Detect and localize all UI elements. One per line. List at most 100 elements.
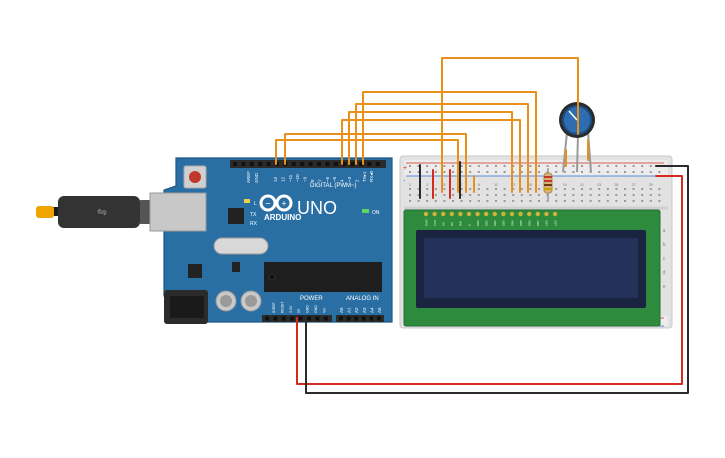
header-pin[interactable] (291, 162, 296, 166)
header-pin[interactable] (350, 162, 355, 166)
header-pin[interactable] (241, 162, 246, 166)
breadboard-column-number: 5 (443, 183, 445, 187)
lcd-pin[interactable] (466, 211, 472, 217)
header-pin[interactable] (266, 162, 271, 166)
header-pin[interactable] (273, 316, 278, 321)
digital-pin-label: RX◂0 (369, 170, 374, 182)
lcd-pin[interactable] (423, 211, 429, 217)
usb-cable: ⇋ (36, 192, 207, 232)
header-pin[interactable] (323, 316, 328, 321)
wire-pin11 (284, 133, 467, 193)
lcd-pin[interactable] (432, 211, 437, 217)
lcd-pin[interactable] (509, 211, 515, 217)
header-pin[interactable] (354, 316, 359, 321)
header-pin[interactable] (317, 162, 321, 166)
header-pin[interactable] (339, 316, 343, 321)
digital-pin-label: ~10 (295, 174, 300, 182)
analog-pin-label: A3 (362, 307, 367, 313)
lcd-pin-label: DB7 (536, 220, 540, 226)
lcd-pin-label: DB5 (519, 220, 523, 226)
header-pin[interactable] (367, 162, 372, 166)
header-pin[interactable] (315, 316, 320, 321)
digital-pin-label: TX▸1 (362, 171, 367, 182)
header-pin[interactable] (325, 162, 330, 166)
power-pin-label: GND (314, 305, 318, 313)
header-pin[interactable] (342, 162, 347, 166)
digital-header (230, 160, 386, 168)
gnd-label: GND (254, 172, 259, 183)
breadboard-row-letter: a (663, 228, 666, 234)
breadboard-column-number: 9 (478, 183, 480, 187)
crystal-oscillator (213, 237, 269, 255)
header-pin[interactable] (361, 316, 366, 321)
lcd-pin-label: DB0 (476, 220, 480, 226)
breadboard-column-number: 11 (494, 183, 498, 187)
header-pin[interactable] (375, 162, 380, 166)
lcd-pin-label: RS (450, 222, 454, 226)
wire-pin12 (275, 139, 459, 193)
header-pin[interactable] (307, 316, 311, 321)
header-pin[interactable] (258, 162, 263, 166)
lcd-pin[interactable] (458, 211, 463, 217)
lcd-pin[interactable] (492, 211, 497, 217)
arduino-logo-icon: − + (259, 194, 293, 212)
header-pin[interactable] (346, 316, 351, 321)
header-pin[interactable] (265, 316, 269, 321)
lcd-pin[interactable] (552, 211, 558, 217)
header-pin[interactable] (298, 316, 303, 321)
lcd-pin[interactable] (475, 211, 480, 217)
power-label: POWER (300, 296, 323, 302)
analog-label: ANALOG IN (346, 296, 379, 302)
breadboard-row-letter: c (663, 256, 666, 262)
wire-pin4 (348, 111, 513, 193)
lcd-pin[interactable] (484, 211, 489, 217)
breadboard-column-numbers: 1357911131517192123252729 (409, 183, 653, 187)
lcd-pin[interactable] (501, 211, 506, 217)
lcd-pin[interactable] (441, 211, 446, 217)
lcd-pin[interactable] (518, 211, 523, 217)
breadboard-column-number: 19 (563, 183, 567, 187)
digital-pin-label: 2 (354, 179, 359, 182)
lcd-pin[interactable] (527, 211, 532, 217)
lcd-pin[interactable] (535, 211, 540, 217)
resistor[interactable] (543, 168, 553, 200)
header-pin[interactable] (300, 162, 305, 166)
analog-header (336, 315, 384, 322)
breadboard-column-number: 13 (511, 183, 515, 187)
digital-pin-label: 4 (340, 179, 345, 182)
board-model-label: UNO (297, 198, 337, 218)
analog-pin-label: A2 (354, 307, 359, 313)
lcd-pin-label: LED (553, 219, 557, 226)
analog-pin-label: A0 (339, 307, 344, 313)
header-pin[interactable] (233, 162, 237, 166)
power-pin-label: 5V (297, 308, 301, 313)
usb-icon: ⇋ (97, 205, 107, 219)
header-pin[interactable] (281, 316, 286, 321)
header-pin[interactable] (359, 162, 363, 166)
voltage-regulator (188, 264, 202, 278)
header-pin[interactable] (377, 316, 381, 321)
wire-pin2 (362, 91, 537, 193)
breadboard-plus-label: + (403, 165, 407, 172)
wire-gnd (305, 165, 689, 394)
wire-5v (296, 175, 683, 385)
lcd-pin[interactable] (449, 211, 454, 217)
lcd-pin-label: DB3 (502, 220, 506, 226)
header-pin[interactable] (290, 316, 295, 321)
header-pin[interactable] (369, 316, 374, 321)
aref-label: AREF (246, 171, 251, 183)
header-pin[interactable] (333, 162, 338, 166)
header-pin[interactable] (308, 162, 313, 166)
digital-pin-label: ~9 (303, 176, 308, 182)
breadboard-column-number: 25 (614, 183, 618, 187)
digital-pin-label: ~3 (347, 176, 352, 182)
digital-pin-label: 7 (317, 179, 322, 182)
lcd-pin[interactable] (544, 211, 549, 217)
header-pin[interactable] (249, 162, 254, 166)
lcd-pin-label: DB6 (528, 220, 532, 226)
breadboard-row-letter: d (663, 270, 666, 276)
lcd-pin-label: GND (424, 219, 428, 227)
